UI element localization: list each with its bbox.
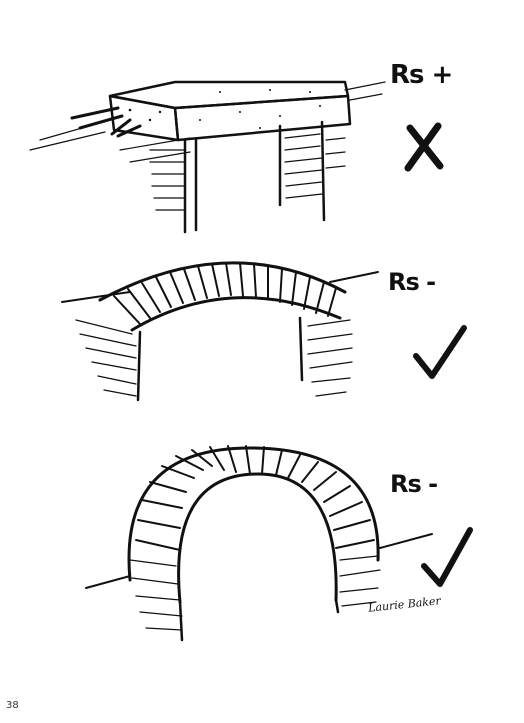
left-jamb-bricks (75, 319, 137, 397)
segmental-arch-drawing (61, 261, 379, 402)
left-pier-bricks (149, 149, 186, 211)
round-arch-label: Rs - (390, 470, 438, 498)
cross-mark-icon (404, 122, 444, 172)
beam-wall-hatching (29, 81, 386, 163)
concrete-speckle (128, 89, 321, 129)
round-right-base (339, 555, 381, 607)
page-number: 38 (6, 700, 19, 711)
round-voussoirs (135, 445, 375, 551)
check-mark-icon (421, 527, 473, 587)
segmental-arch-label: Rs - (388, 268, 436, 296)
beam-label: Rs + (390, 60, 453, 90)
beam-on-piers-drawing (29, 80, 386, 234)
right-pier-bricks (284, 133, 346, 199)
rebars (70, 106, 142, 138)
check-mark-icon (413, 325, 467, 379)
round-arch-drawing (85, 445, 433, 642)
right-jamb-bricks (307, 319, 353, 397)
round-left-base (129, 559, 183, 631)
segmental-voussoirs (113, 262, 337, 325)
